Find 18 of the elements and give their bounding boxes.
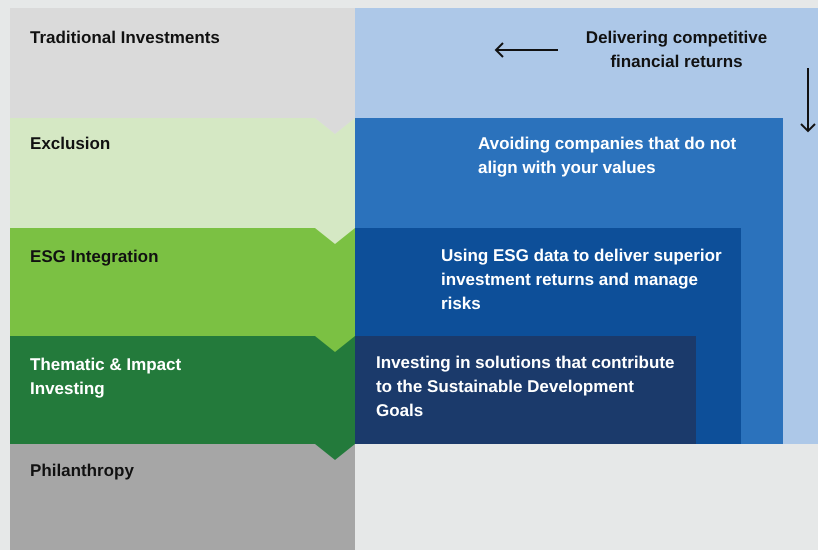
description-text: Delivering competitive financial returns bbox=[584, 27, 768, 73]
description-text: Using ESG data to deliver superior investment returns and manage risks bbox=[441, 245, 723, 315]
description-text: Investing in solutions that contribute to the Sustainable Development Goals bbox=[376, 352, 676, 422]
band-label: Exclusion bbox=[30, 133, 112, 155]
approach-panel bbox=[355, 336, 696, 444]
description-text: Avoiding companies that do not align with your values bbox=[478, 133, 738, 179]
band-label: Thematic & Impact Investing bbox=[30, 354, 182, 400]
strategy-band bbox=[10, 444, 355, 550]
band-label: Philanthropy bbox=[30, 460, 135, 482]
strategy-band bbox=[10, 118, 355, 244]
approach-panel bbox=[355, 118, 783, 444]
approach-panel bbox=[355, 228, 741, 444]
strategy-band bbox=[10, 8, 355, 134]
approach-panel bbox=[355, 8, 818, 444]
strategy-band bbox=[10, 336, 355, 460]
strategy-band bbox=[10, 228, 355, 352]
band-label: Traditional Investments bbox=[30, 27, 221, 49]
band-label: ESG Integration bbox=[30, 246, 160, 268]
